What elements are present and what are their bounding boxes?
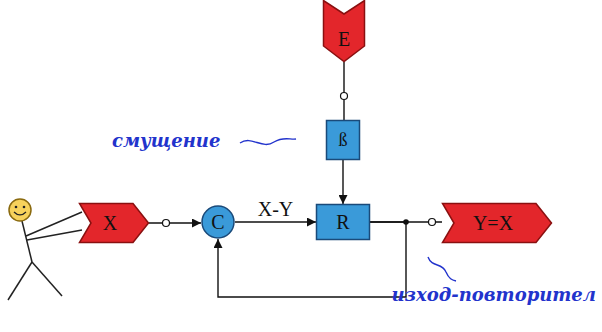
note-label: смущение [112,131,220,151]
node-text: Y=X [473,213,513,233]
input-chevron: X [79,203,149,243]
comparator-circle: C [201,205,235,239]
node-shape [317,205,370,240]
figure-arm [27,230,82,240]
connector [342,160,343,204]
node-shape [202,206,234,238]
node-text: E [338,29,350,49]
leader-line [428,257,456,281]
figure-smile [14,212,26,215]
figure-arm [26,212,82,236]
node-shape [443,204,552,243]
terminal-circle [341,93,348,100]
figure-body [22,221,32,262]
block-box: ß [326,120,360,160]
connector [235,221,316,222]
note-label: изход-повторител [391,285,596,305]
connector [149,222,201,223]
node-text: X [103,213,117,233]
input-chevron: E [323,0,365,62]
stick-figure [8,199,82,300]
connector [343,62,344,120]
terminal-circle [429,219,436,226]
node-text: C [211,212,224,232]
terminal-circle [163,220,170,227]
connector [218,222,406,297]
node-shape [80,204,149,243]
leader-line [240,139,296,145]
figure-leg [32,262,62,296]
edge-label: X-Y [256,199,296,219]
node-text: ß [339,131,348,149]
figure-head [9,199,31,221]
figure-eye [23,206,26,209]
figure-eye [15,206,18,209]
node-shape [327,121,360,160]
output-chevron: Y=X [442,203,552,243]
node-shape [324,1,365,62]
figure-leg [8,262,32,300]
node-text: R [336,212,349,232]
block-box: R [316,204,370,240]
